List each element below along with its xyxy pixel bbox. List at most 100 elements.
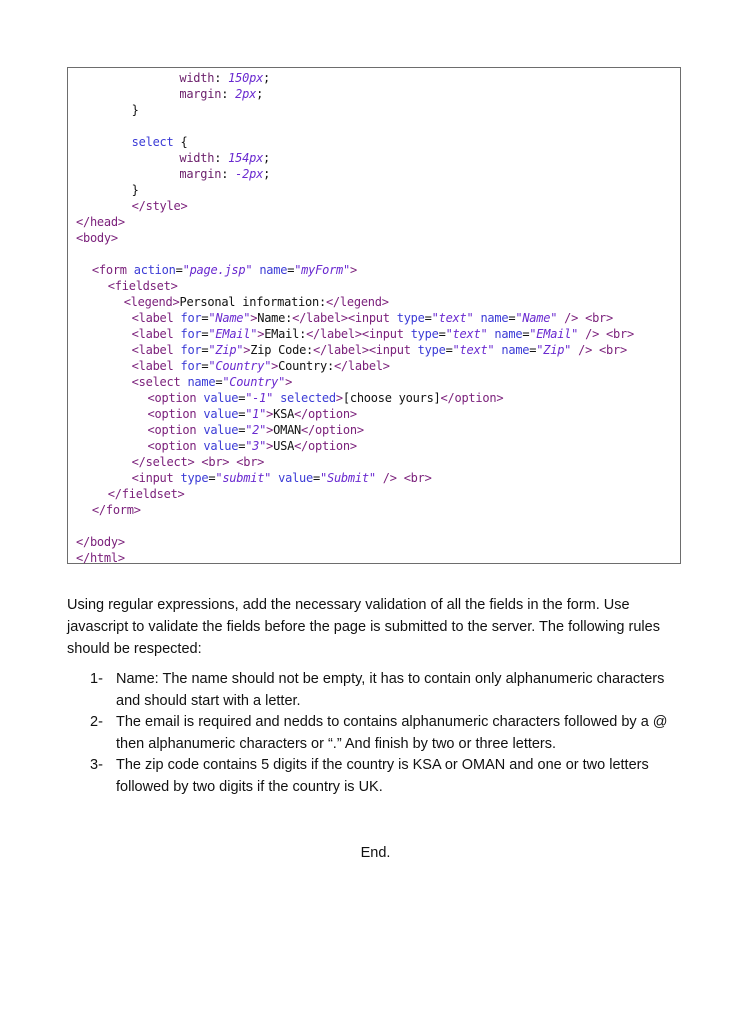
code-token: : [214, 71, 229, 85]
code-token: <option [147, 391, 204, 405]
code-token: "myForm" [294, 263, 350, 277]
list-item: 1- Name: The name should not be empty, i… [90, 669, 680, 712]
code-token: </option> [294, 407, 357, 421]
code-token: Name: [257, 311, 293, 325]
code-token: ; [256, 87, 264, 101]
code-token: > [266, 423, 274, 437]
code-token: </head> [76, 215, 125, 229]
code-token: > [266, 407, 274, 421]
code-token: "Country" [208, 359, 272, 373]
code-token: = [238, 439, 246, 453]
code-line: </style> [132, 198, 188, 214]
code-token: <label [131, 327, 181, 341]
list-item: 3- The zip code contains 5 digits if the… [90, 755, 680, 798]
code-token: selected [273, 391, 336, 405]
code-token: = [201, 327, 209, 341]
code-token: = [238, 423, 246, 437]
code-token: margin [179, 87, 222, 101]
code-token: /> <br> [375, 471, 432, 485]
code-token: name [473, 311, 509, 325]
code-token: for [180, 343, 202, 357]
code-token: > [335, 391, 343, 405]
code-token: ; [263, 167, 271, 181]
code-token: "text" [431, 311, 474, 325]
code-token: "EMail" [529, 327, 579, 341]
code-lines: width: 150px;margin: 2px;}select {width:… [68, 68, 680, 565]
code-token: </option> [294, 439, 357, 453]
code-token: for [180, 311, 202, 325]
code-token: "Submit" [320, 471, 376, 485]
code-token: > [271, 359, 279, 373]
code-token: [choose yours] [342, 391, 441, 405]
code-token: OMAN [273, 423, 302, 437]
code-token: > [243, 343, 251, 357]
code-token: = [208, 471, 216, 485]
code-token: </option> [301, 423, 364, 437]
code-token: <body> [76, 231, 118, 245]
code-token: </select> <br> <br> [131, 455, 265, 469]
code-token: <legend> [123, 295, 180, 309]
rule-number: 2- [90, 714, 103, 731]
code-token: = [445, 343, 453, 357]
code-token: select [131, 135, 174, 149]
code-token: for [180, 359, 202, 373]
rule-text: The zip code contains 5 digits if the co… [116, 757, 649, 795]
code-token: -2px [235, 167, 264, 181]
code-token: <select [131, 375, 188, 389]
code-token: = [238, 407, 246, 421]
code-line: </form> [92, 502, 141, 518]
code-token: EMail: [264, 327, 307, 341]
code-token: name [494, 343, 530, 357]
code-token: = [313, 471, 320, 485]
code-line: <label for="EMail">EMail:</label><input … [131, 326, 635, 342]
code-token: <label [131, 343, 181, 357]
code-token: = [529, 343, 537, 357]
code-token: = [215, 375, 223, 389]
code-token: <fieldset> [107, 279, 178, 293]
code-token: = [438, 327, 446, 341]
instructions-paragraph: Using regular expressions, add the neces… [67, 597, 660, 657]
list-item: 2- The email is required and nedds to co… [90, 712, 680, 755]
code-line: width: 154px; [179, 150, 270, 166]
code-line: <legend>Personal information:</legend> [124, 294, 389, 310]
code-token: USA [273, 439, 295, 453]
code-token: > [350, 263, 357, 277]
code-token: "Zip" [208, 343, 244, 357]
code-token: </label><input [306, 327, 411, 341]
code-token: </label> [333, 359, 390, 373]
code-line: </body> [76, 534, 125, 550]
code-token: 154px [228, 151, 264, 165]
code-token: </form> [91, 503, 141, 517]
code-line: select { [132, 134, 188, 150]
code-token: > [266, 439, 274, 453]
code-token: : [221, 167, 236, 181]
code-token: </html> [76, 551, 125, 565]
rule-number: 1- [90, 671, 103, 687]
code-line: margin: -2px; [179, 166, 270, 182]
code-token: > [257, 327, 265, 341]
rule-text: Name: The name should not be empty, it h… [116, 671, 665, 709]
code-token: </label><input [313, 343, 418, 357]
code-token: </option> [440, 391, 504, 405]
code-token: = [201, 311, 209, 325]
code-token: = [201, 359, 209, 373]
code-token: <option [147, 423, 204, 437]
code-token: value [203, 407, 239, 421]
code-token: 2px [235, 87, 257, 101]
code-token: { [173, 135, 188, 149]
code-token: </fieldset> [107, 487, 185, 501]
code-line: </head> [76, 214, 125, 230]
code-line: <label for="Zip">Zip Code:</label><input… [131, 342, 628, 358]
code-token: value [271, 471, 314, 485]
rules-list: 1- Name: The name should not be empty, i… [90, 669, 680, 799]
code-token: value [203, 439, 239, 453]
code-token: = [175, 263, 183, 277]
code-token: type [180, 471, 209, 485]
code-snippet: width: 150px;margin: 2px;}select {width:… [67, 67, 681, 565]
code-token: "text" [452, 343, 495, 357]
code-token: type [396, 311, 425, 325]
code-token: } [131, 183, 139, 197]
code-line: <select name="Country"> [131, 374, 293, 390]
code-token: type [410, 327, 439, 341]
code-token: <option [147, 439, 204, 453]
